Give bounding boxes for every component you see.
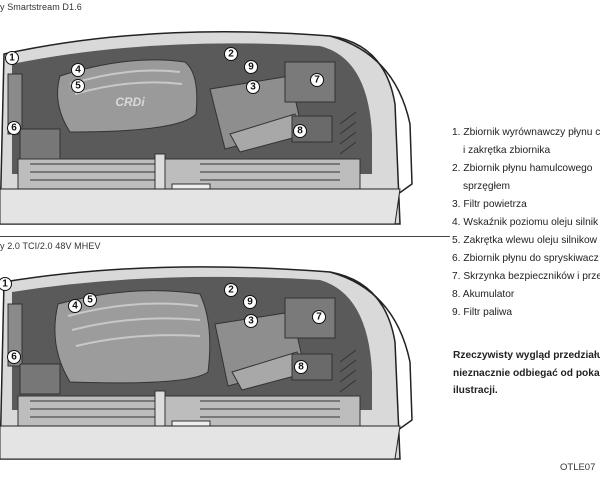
appearance-note: Rzeczywisty wygląd przedziału nieznaczni…: [453, 350, 600, 396]
callout-5: 5: [83, 293, 97, 307]
svg-text:5: 5: [87, 295, 93, 306]
legend-item: 2. Zbiornik płynu hamulcowego: [452, 163, 593, 174]
svg-text:1: 1: [9, 53, 15, 64]
legend-item-continuation: i zakrętka zbiornika: [463, 145, 551, 156]
svg-text:8: 8: [298, 362, 304, 373]
svg-text:3: 3: [248, 316, 254, 327]
legend-item: 4. Wskaźnik poziomu oleju silnik: [452, 217, 599, 228]
callout-9: 9: [244, 60, 258, 74]
svg-text:6: 6: [11, 123, 17, 134]
callout-4: 4: [71, 63, 85, 77]
engine-diagram-bottom: 1 2 3 4 5 6 7 8 9: [0, 254, 440, 469]
callout-4: 4: [68, 299, 82, 313]
svg-text:4: 4: [72, 301, 78, 312]
callout-7: 7: [310, 73, 324, 87]
svg-text:6: 6: [11, 352, 17, 363]
engine-label-bottom: y 2.0 TCI/2.0 48V MHEV: [0, 241, 101, 251]
legend-item: 5. Zakrętka wlewu oleju silnikow: [452, 235, 597, 246]
callout-8: 8: [294, 360, 308, 374]
svg-text:2: 2: [228, 49, 234, 60]
callout-1: 1: [5, 51, 19, 65]
callout-2: 2: [224, 283, 238, 297]
callout-6: 6: [7, 350, 21, 364]
legend-item: 8. Akumulator: [452, 289, 515, 300]
svg-text:4: 4: [75, 65, 81, 76]
callout-7: 7: [312, 310, 326, 324]
callout-3: 3: [246, 80, 260, 94]
svg-text:5: 5: [75, 81, 81, 92]
legend-item: 3. Filtr powietrza: [452, 199, 527, 210]
engine-label-top: y Smartstream D1.6: [0, 2, 82, 12]
legend-item: 7. Skrzynka bezpieczników i prze: [452, 271, 600, 282]
callout-9: 9: [243, 295, 257, 309]
section-divider: [0, 236, 450, 237]
crdi-logo: CRDi: [115, 95, 145, 109]
legend-item: 6. Zbiornik płynu do spryskiwacz: [452, 253, 599, 264]
component-legend: 1. Zbiornik wyrównawczy płynu c i zakręt…: [452, 124, 600, 322]
svg-text:7: 7: [316, 312, 322, 323]
callout-3: 3: [244, 314, 258, 328]
svg-text:9: 9: [248, 62, 254, 73]
legend-item: 1. Zbiornik wyrównawczy płynu c: [452, 127, 600, 138]
callout-6: 6: [7, 121, 21, 135]
callout-8: 8: [293, 124, 307, 138]
legend-item-continuation: sprzęgłem: [463, 181, 510, 192]
svg-text:1: 1: [2, 279, 8, 290]
engine-diagram-top: CRDi 1 2 3 4 5 6 7 8 9: [0, 14, 440, 234]
callout-2: 2: [224, 47, 238, 61]
svg-text:7: 7: [314, 75, 320, 86]
legend-item: 9. Filtr paliwa: [452, 307, 513, 318]
svg-text:2: 2: [228, 285, 234, 296]
callout-1: 1: [0, 277, 12, 291]
callout-5: 5: [71, 79, 85, 93]
svg-text:9: 9: [247, 297, 253, 308]
svg-text:8: 8: [297, 126, 303, 137]
figure-code: OTLE07: [560, 462, 596, 473]
svg-text:3: 3: [250, 82, 256, 93]
